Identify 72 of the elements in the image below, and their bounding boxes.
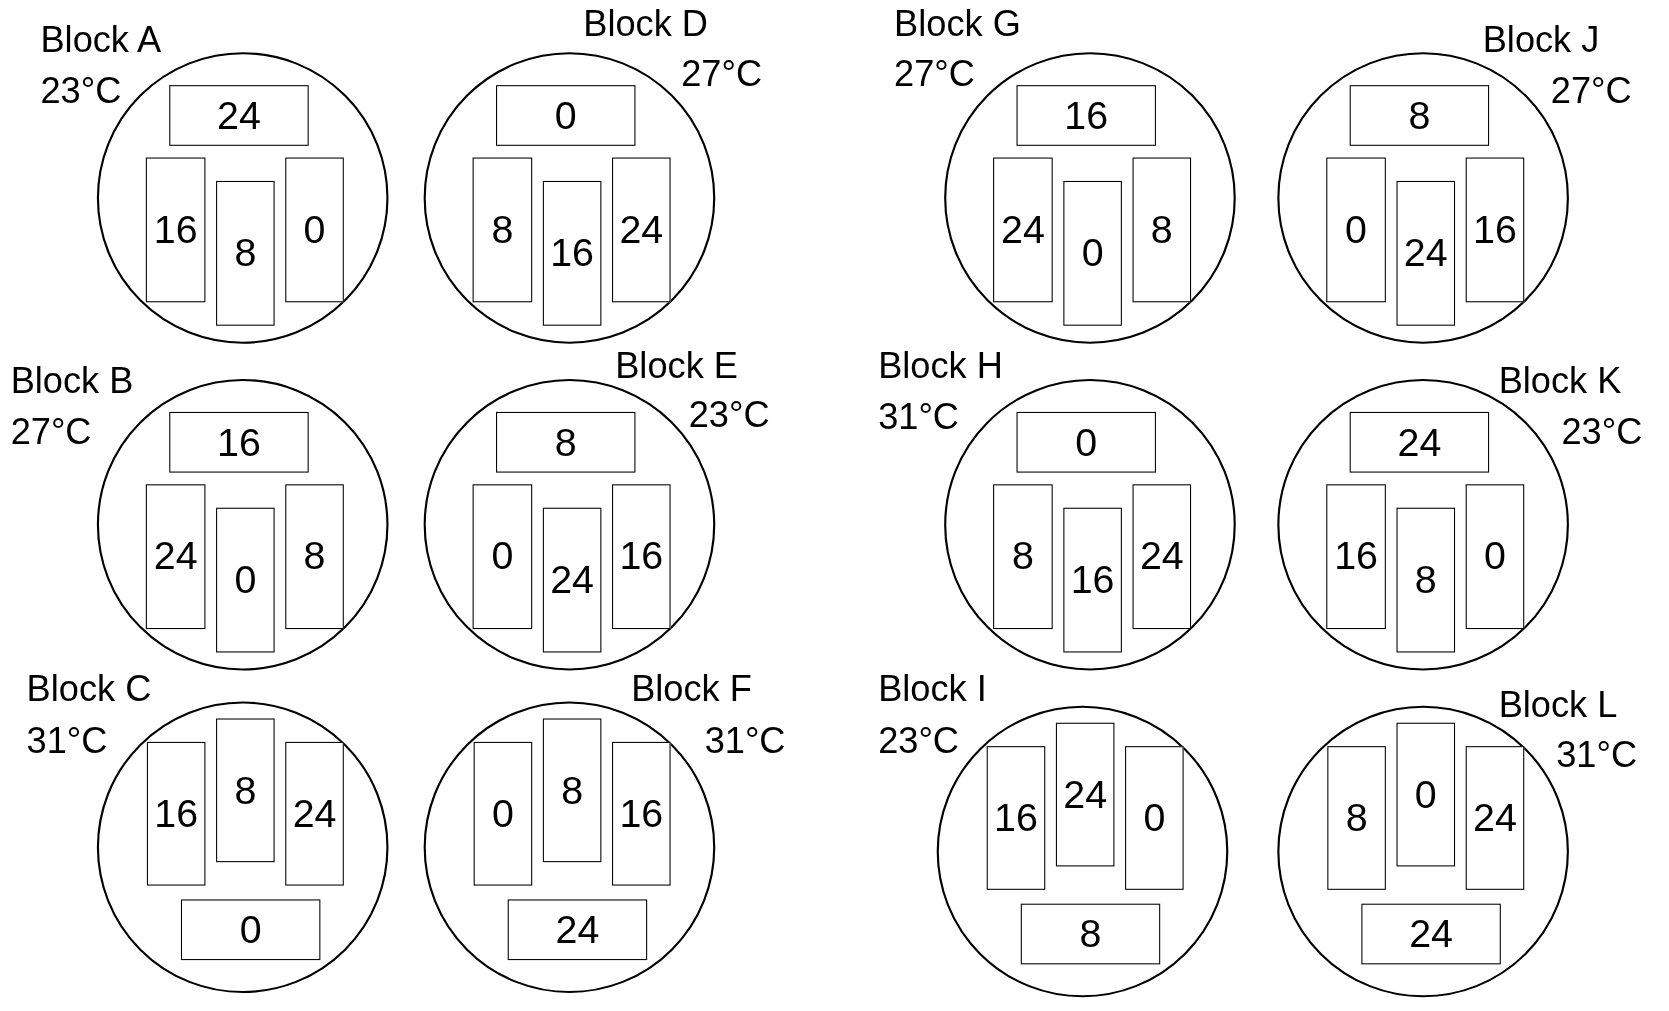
temperature-label: 31°C — [1556, 736, 1638, 773]
sample-rectangle: 16 — [146, 741, 206, 886]
sample-rectangle: 0 — [472, 484, 533, 630]
sample-rectangle: 0 — [1396, 722, 1456, 867]
sample-rectangle: 24 — [1361, 903, 1501, 965]
sample-rectangle: 0 — [216, 507, 275, 653]
temperature-label: 31°C — [704, 721, 786, 758]
block-title: Block B — [10, 361, 134, 399]
sample-rectangle: 24 — [1396, 180, 1456, 326]
sample-rectangle: 24 — [612, 157, 671, 303]
block-title: Block L — [1498, 686, 1618, 723]
block-title: Block H — [878, 347, 1003, 384]
sample-rectangle: 8 — [1020, 903, 1161, 965]
temperature-label: 23°C — [1561, 413, 1643, 450]
sample-rectangle: 24 — [993, 157, 1053, 303]
block-title: Block F — [631, 670, 752, 707]
sample-rectangle: 24 — [507, 899, 648, 961]
temperature-label: 23°C — [878, 721, 959, 758]
sample-rectangle: 8 — [496, 411, 636, 473]
temperature-label: 27°C — [10, 413, 92, 450]
sample-rectangle: 8 — [542, 718, 602, 863]
sample-rectangle: 16 — [169, 411, 309, 473]
sample-rectangle: 16 — [1465, 157, 1525, 303]
sample-rectangle: 0 — [1125, 746, 1184, 890]
sample-rectangle: 8 — [216, 180, 275, 326]
sample-rectangle: 16 — [612, 741, 671, 886]
temperature-label: 31°C — [878, 398, 959, 435]
sample-rectangle: 0 — [496, 85, 636, 146]
sample-rectangle: 24 — [1349, 411, 1490, 473]
temperature-label: 27°C — [1550, 72, 1632, 109]
block-title: Block I — [878, 670, 987, 707]
sample-rectangle: 16 — [1326, 484, 1386, 630]
sample-rectangle: 8 — [1327, 746, 1386, 890]
sample-rectangle: 16 — [145, 157, 206, 303]
sample-rectangle: 0 — [473, 741, 533, 886]
sample-rectangle: 24 — [285, 741, 344, 886]
sample-rectangle: 0 — [180, 899, 321, 961]
temperature-label: 23°C — [688, 395, 770, 433]
sample-rectangle: 8 — [285, 484, 344, 630]
sample-rectangle: 8 — [1396, 507, 1456, 653]
sample-rectangle: 0 — [1326, 157, 1386, 303]
sample-rectangle: 0 — [1063, 180, 1122, 326]
sample-rectangle: 16 — [1016, 85, 1156, 146]
sample-rectangle: 24 — [1465, 746, 1525, 890]
sample-rectangle: 0 — [1016, 411, 1156, 473]
sample-rectangle: 16 — [612, 484, 671, 630]
temperature-label: 27°C — [681, 55, 763, 92]
sample-rectangle: 8 — [472, 157, 533, 303]
block-title: Block D — [583, 5, 708, 42]
sample-rectangle: 24 — [1055, 722, 1115, 867]
sample-rectangle: 24 — [145, 484, 206, 630]
sample-rectangle: 24 — [542, 507, 602, 653]
sample-rectangle: 0 — [1465, 484, 1525, 630]
sample-rectangle: 16 — [542, 180, 602, 326]
sample-rectangle: 8 — [1349, 85, 1490, 146]
sample-rectangle: 16 — [986, 746, 1046, 890]
temperature-label: 27°C — [894, 55, 975, 92]
block-title: Block E — [615, 347, 738, 384]
block-title: Block A — [40, 21, 162, 58]
sample-rectangle: 16 — [1063, 507, 1122, 653]
sample-rectangle: 8 — [993, 484, 1053, 630]
temperature-label: 31°C — [26, 721, 108, 758]
temperature-label: 23°C — [40, 72, 122, 109]
block-title: Block J — [1482, 21, 1600, 58]
sample-rectangle: 24 — [1132, 484, 1192, 630]
block-title: Block C — [26, 670, 152, 707]
sample-rectangle: 8 — [1132, 157, 1192, 303]
block-title: Block G — [894, 5, 1021, 42]
sample-rectangle: 0 — [285, 157, 344, 303]
sample-rectangle: 8 — [216, 718, 275, 863]
sample-rectangle: 24 — [169, 85, 309, 146]
block-title: Block K — [1498, 361, 1622, 399]
